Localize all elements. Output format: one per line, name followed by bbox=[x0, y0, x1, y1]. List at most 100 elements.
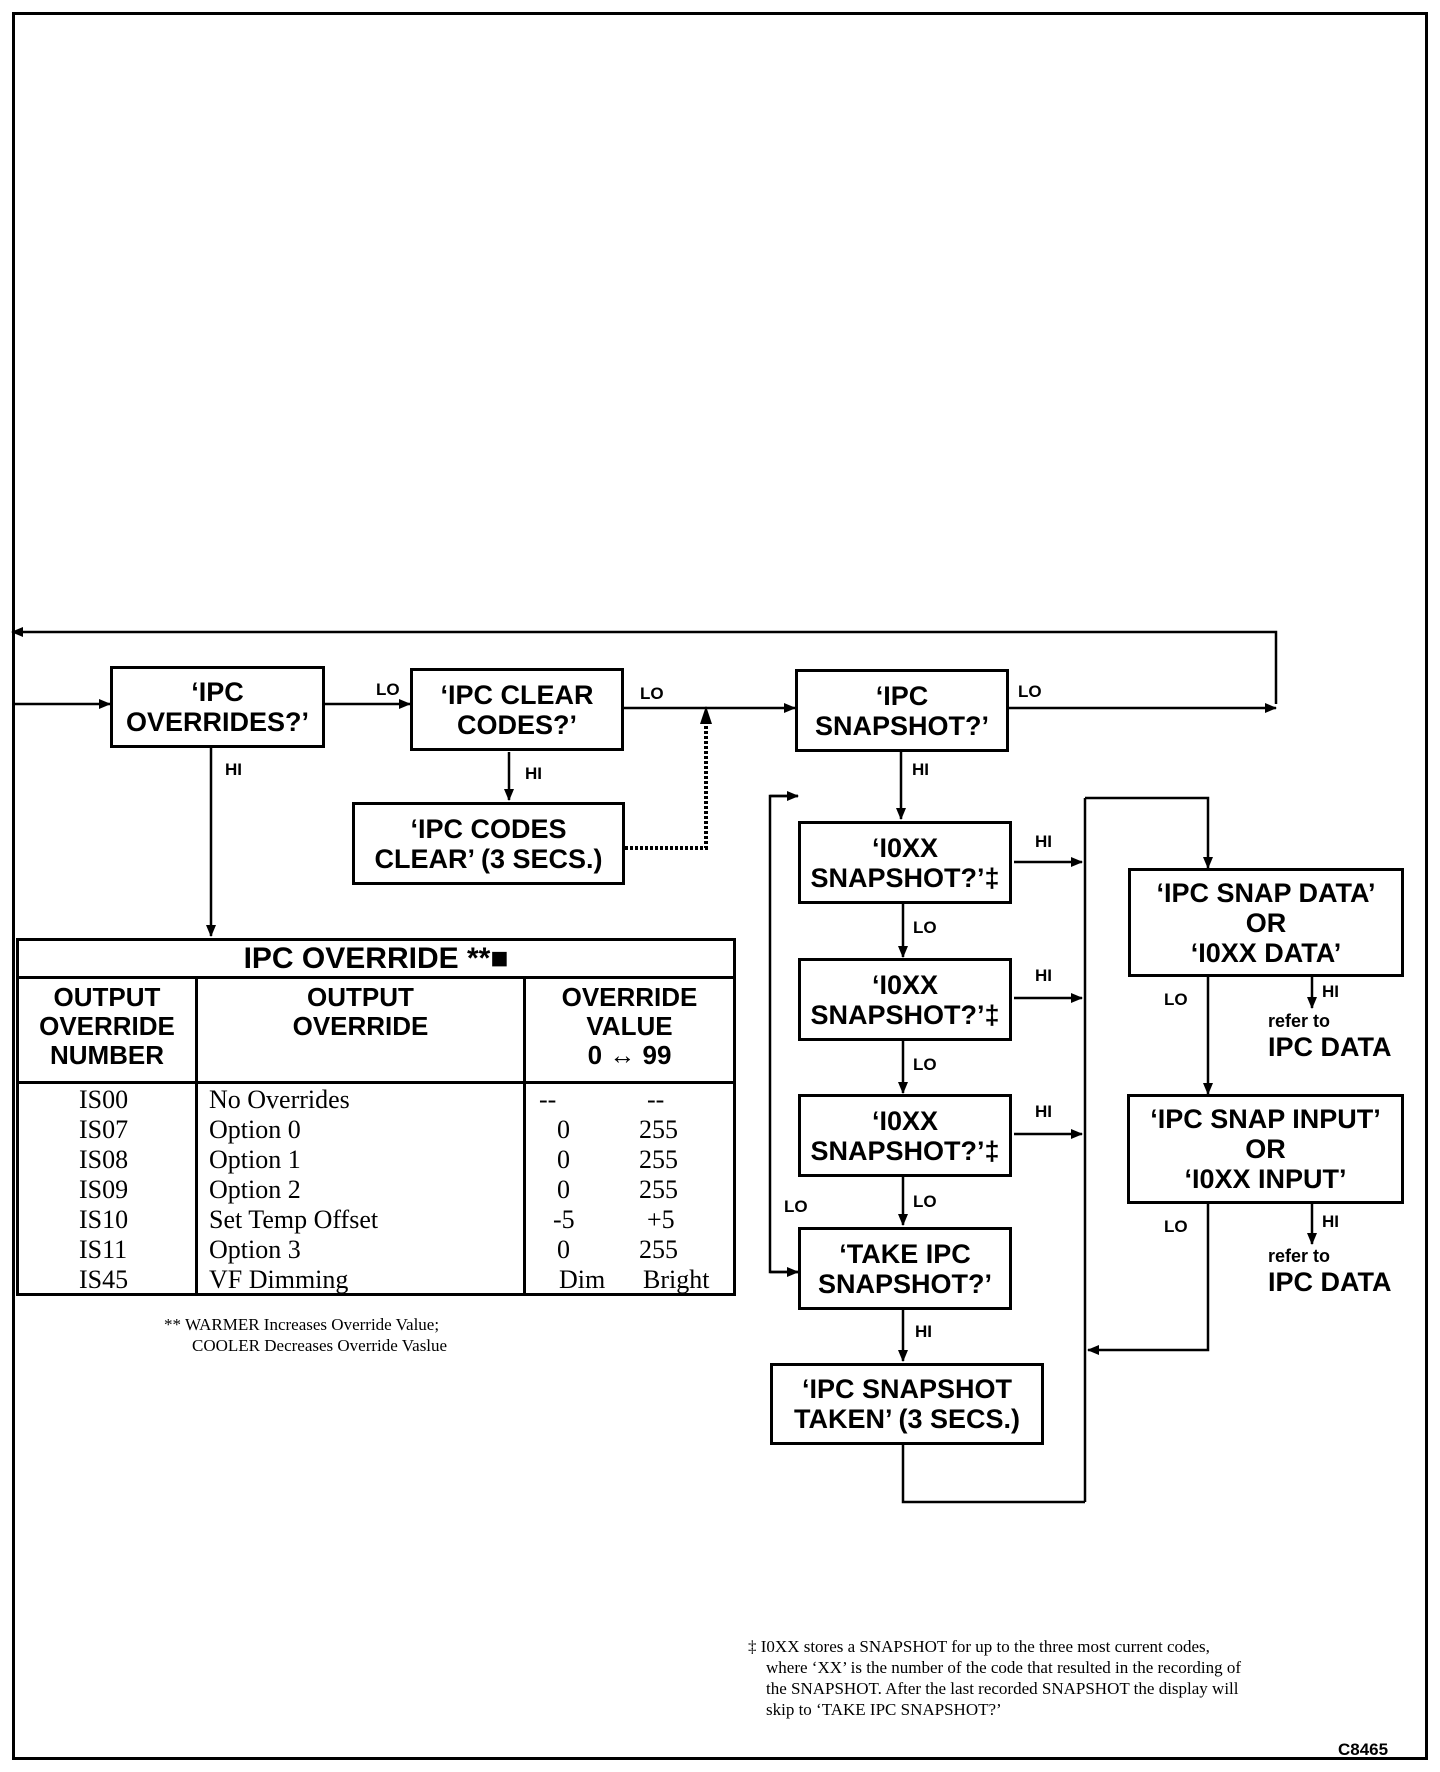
override-note-line: COOLER Decreases Override Vaslue bbox=[192, 1336, 448, 1355]
row-min: 0 bbox=[557, 1145, 570, 1174]
lo-label: LO bbox=[1018, 682, 1042, 701]
header-line: VALUE bbox=[586, 1011, 673, 1041]
ipc-overrides-line2: OVERRIDES?’ bbox=[125, 707, 310, 737]
header-line: OUTPUT bbox=[53, 982, 161, 1012]
header-output-override-number: OUTPUT OVERRIDE NUMBER bbox=[19, 983, 195, 1081]
table-row: IS45 VF Dimming Dim Bright bbox=[19, 1265, 733, 1295]
table-title: IPC OVERRIDE **■ bbox=[19, 941, 733, 979]
override-note: ** WARMER Increases Override Value; COOL… bbox=[164, 1314, 447, 1356]
row-max: 255 bbox=[639, 1175, 678, 1204]
row-code: IS09 bbox=[79, 1175, 129, 1204]
ipc-snap-data-line1: ‘IPC SNAP DATA’ bbox=[1156, 877, 1376, 908]
table-row: IS09 Option 2 0 255 bbox=[19, 1175, 733, 1205]
row-code: IS08 bbox=[79, 1145, 129, 1174]
figure-code: C8465 bbox=[1338, 1740, 1389, 1759]
ipc-snapshot-taken-box: ‘IPC SNAPSHOT TAKEN’ (3 SECS.) bbox=[770, 1363, 1044, 1445]
ipc-snap-input-line1: ‘IPC SNAP INPUT’ bbox=[1150, 1104, 1381, 1134]
codes-clear-return-line bbox=[625, 720, 708, 850]
ipc-snapshot-taken-line2: TAKEN’ (3 SECS.) bbox=[793, 1404, 1021, 1434]
hi-label: HI bbox=[1322, 1212, 1339, 1231]
header-line: OVERRIDE bbox=[39, 1011, 175, 1041]
i0xx-snapshot-1-line1: ‘I0XX bbox=[871, 832, 939, 863]
snapshot-note-line: ‡ I0XX stores a SNAPSHOT for up to the t… bbox=[748, 1637, 1210, 1656]
table-row: IS08 Option 1 0 255 bbox=[19, 1145, 733, 1175]
ipc-snap-data-line3: ‘I0XX DATA’ bbox=[1190, 937, 1342, 968]
refer-to-text: refer to bbox=[1268, 1011, 1331, 1031]
row-max: Bright bbox=[643, 1265, 710, 1294]
lo-label: LO bbox=[1164, 1217, 1188, 1236]
hi-label: HI bbox=[525, 764, 542, 783]
row-min: 0 bbox=[557, 1175, 570, 1204]
ipc-clear-codes-line1: ‘IPC CLEAR bbox=[440, 679, 594, 710]
take-ipc-snapshot-box: ‘TAKE IPC SNAPSHOT?’ bbox=[798, 1227, 1012, 1310]
row-name: VF Dimming bbox=[209, 1265, 349, 1294]
lo-snapinput-to-bus bbox=[1087, 1203, 1210, 1355]
i0xx-snapshot-1-line2: SNAPSHOT?’‡ bbox=[810, 862, 1000, 893]
page-frame bbox=[12, 12, 1428, 1760]
hi-label: HI bbox=[225, 760, 242, 779]
row-name: Set Temp Offset bbox=[209, 1205, 379, 1234]
ipc-snap-data-line2: OR bbox=[1245, 907, 1287, 938]
header-override-value: OVERRIDE VALUE 0 ↔ 99 bbox=[526, 983, 733, 1081]
codes-clear-return-arrow bbox=[700, 706, 712, 724]
i0xx-snapshot-3-line2: SNAPSHOT?’‡ bbox=[810, 1135, 1000, 1166]
lo-label: LO bbox=[376, 680, 400, 699]
table-row: IS00 No Overrides -- -- bbox=[19, 1085, 733, 1115]
lo-label: LO bbox=[913, 918, 937, 937]
row-code: IS10 bbox=[79, 1205, 129, 1234]
ipc-snap-input-line2: OR bbox=[1245, 1134, 1286, 1164]
ipc-snapshot-line1: ‘IPC bbox=[875, 680, 929, 711]
lo-label: LO bbox=[913, 1055, 937, 1074]
hi-label: HI bbox=[1322, 982, 1339, 1001]
refer-to-text: refer to bbox=[1268, 1246, 1331, 1266]
table-row: IS10 Set Temp Offset -5 +5 bbox=[19, 1205, 733, 1235]
snapshot-note-line: where ‘XX’ is the number of the code tha… bbox=[766, 1658, 1242, 1677]
bus-to-snap-data bbox=[1085, 796, 1213, 869]
row-max: 255 bbox=[639, 1145, 678, 1174]
row-code: IS45 bbox=[79, 1265, 129, 1294]
ipc-data-text: IPC DATA bbox=[1268, 1032, 1392, 1062]
row-min: -- bbox=[539, 1085, 557, 1114]
i0xx-snapshot-2-line1: ‘I0XX bbox=[871, 969, 939, 1000]
take-ipc-snapshot-line1: ‘TAKE IPC bbox=[839, 1238, 971, 1269]
column-divider bbox=[195, 979, 198, 1293]
row-min: -5 bbox=[553, 1205, 575, 1234]
header-line: OVERRIDE bbox=[561, 982, 698, 1012]
ipc-snapshot-box: ‘IPC SNAPSHOT?’ bbox=[795, 669, 1009, 752]
ipc-override-table: IPC OVERRIDE **■ OUTPUT OVERRIDE NUMBER … bbox=[16, 938, 736, 1296]
hi-label: HI bbox=[1035, 966, 1052, 985]
row-min: 0 bbox=[557, 1115, 570, 1144]
row-name: Option 3 bbox=[209, 1235, 301, 1264]
snapshot-note-line: skip to ‘TAKE IPC SNAPSHOT?’ bbox=[766, 1700, 1002, 1719]
ipc-overrides-box: ‘IPC OVERRIDES?’ bbox=[110, 666, 325, 748]
hi-label: HI bbox=[1035, 1102, 1052, 1121]
taken-to-bus bbox=[901, 1444, 1085, 1504]
snapshot-note-line: the SNAPSHOT. After the last recorded SN… bbox=[766, 1679, 1239, 1698]
lo-label: LO bbox=[913, 1192, 937, 1211]
snapshot-footnote: ‡ I0XX stores a SNAPSHOT for up to the t… bbox=[748, 1636, 1241, 1720]
column-divider bbox=[523, 979, 526, 1293]
row-max: 255 bbox=[639, 1115, 678, 1144]
i0xx-snapshot-box-1: ‘I0XX SNAPSHOT?’‡ bbox=[798, 821, 1012, 904]
row-name: Option 2 bbox=[209, 1175, 301, 1204]
i0xx-snapshot-box-3: ‘I0XX SNAPSHOT?’‡ bbox=[798, 1094, 1012, 1177]
ipc-snap-input-line3: ‘I0XX INPUT’ bbox=[1184, 1164, 1347, 1194]
table-row: IS07 Option 0 0 255 bbox=[19, 1115, 733, 1145]
header-line: 0 ↔ 99 bbox=[587, 1040, 672, 1070]
ipc-overrides-line1: ‘IPC bbox=[191, 677, 244, 707]
ipc-snapshot-taken-line1: ‘IPC SNAPSHOT bbox=[801, 1374, 1013, 1404]
row-code: IS07 bbox=[79, 1115, 129, 1144]
ipc-snap-input-box: ‘IPC SNAP INPUT’ OR ‘I0XX INPUT’ bbox=[1127, 1094, 1404, 1204]
refer-ipc-data-lower: refer to IPC DATA bbox=[1268, 1245, 1392, 1297]
table-row: IS11 Option 3 0 255 bbox=[19, 1235, 733, 1265]
row-name: Option 1 bbox=[209, 1145, 301, 1174]
header-line: OUTPUT bbox=[307, 982, 414, 1012]
row-max: -- bbox=[647, 1085, 665, 1114]
lo-label: LO bbox=[784, 1197, 808, 1216]
hi-label: HI bbox=[1035, 832, 1052, 851]
row-name: No Overrides bbox=[209, 1085, 350, 1114]
lo-label: LO bbox=[640, 684, 664, 703]
refer-ipc-data-upper: refer to IPC DATA bbox=[1268, 1010, 1392, 1062]
ipc-codes-clear-box: ‘IPC CODES CLEAR’ (3 SECS.) bbox=[352, 802, 625, 885]
